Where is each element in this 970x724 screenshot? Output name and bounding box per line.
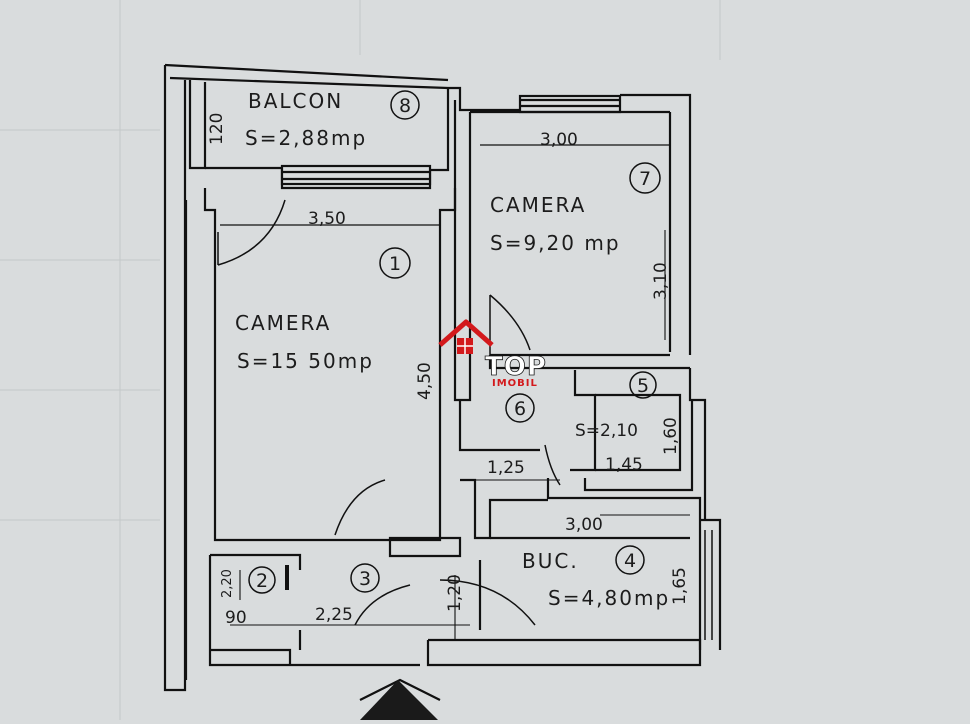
bathroom-length: 1,60 [661, 417, 681, 455]
balcony-name: BALCON [248, 89, 343, 113]
room-small-width: 3,00 [540, 130, 578, 150]
kitchen-width: 3,00 [565, 515, 603, 535]
entrance-number-badge: 3 [350, 563, 380, 593]
storage-width: 90 [225, 608, 247, 628]
kitchen-area: S=4,80mp [548, 586, 670, 610]
room-large-number: 1 [389, 253, 401, 275]
room-small-number-badge: 7 [629, 162, 661, 194]
logo-subtitle: IMOBIL [492, 378, 538, 389]
hallway-number-badge: 6 [505, 393, 535, 423]
logo-title: TOP [485, 352, 547, 382]
storage-number: 2 [256, 570, 268, 592]
room-large-width: 3,50 [308, 209, 346, 229]
dimension-lines [230, 230, 690, 640]
storage-number-badge: 2 [248, 566, 276, 594]
kitchen-number-badge: 4 [615, 545, 645, 575]
room-large-name: CAMERA [235, 311, 331, 335]
storage-length: 2,20 [220, 569, 235, 598]
kitchen-name: BUC. [522, 549, 579, 573]
brand-logo: TOP IMOBIL [438, 319, 547, 389]
window-right [704, 530, 713, 640]
walls [163, 63, 722, 701]
room-large-area: S=15 50mp [237, 349, 374, 373]
hallway-width: 1,25 [487, 458, 525, 478]
balcony-number-badge: 8 [390, 90, 420, 120]
house-roof-icon [438, 319, 494, 347]
bathroom-width: 1,45 [605, 455, 643, 475]
bathroom-number: 5 [637, 375, 649, 397]
entrance-width: 2,25 [315, 605, 353, 625]
entrance-number: 3 [359, 568, 371, 590]
room-small-length: 3,10 [651, 262, 671, 300]
room-large-number-badge: 1 [379, 247, 411, 279]
bathroom-number-badge: 5 [629, 371, 657, 399]
entrance-arrow-icon [360, 680, 438, 720]
bathroom-area: S=2,10 [575, 421, 638, 441]
room-small-number: 7 [639, 168, 651, 190]
room-small-area: S=9,20 mp [490, 231, 621, 255]
kitchen-number: 4 [624, 550, 636, 572]
room-small-name: CAMERA [490, 193, 586, 217]
entrance-length: 1,20 [445, 574, 465, 612]
hallway-number: 6 [514, 398, 526, 420]
room-large-length: 4,50 [415, 362, 435, 400]
balcony-number: 8 [399, 95, 411, 117]
door-swings [217, 144, 670, 626]
balcony-depth: 120 [207, 113, 227, 145]
kitchen-length: 1,65 [670, 567, 690, 605]
balcony-area: S=2,88mp [245, 126, 367, 150]
